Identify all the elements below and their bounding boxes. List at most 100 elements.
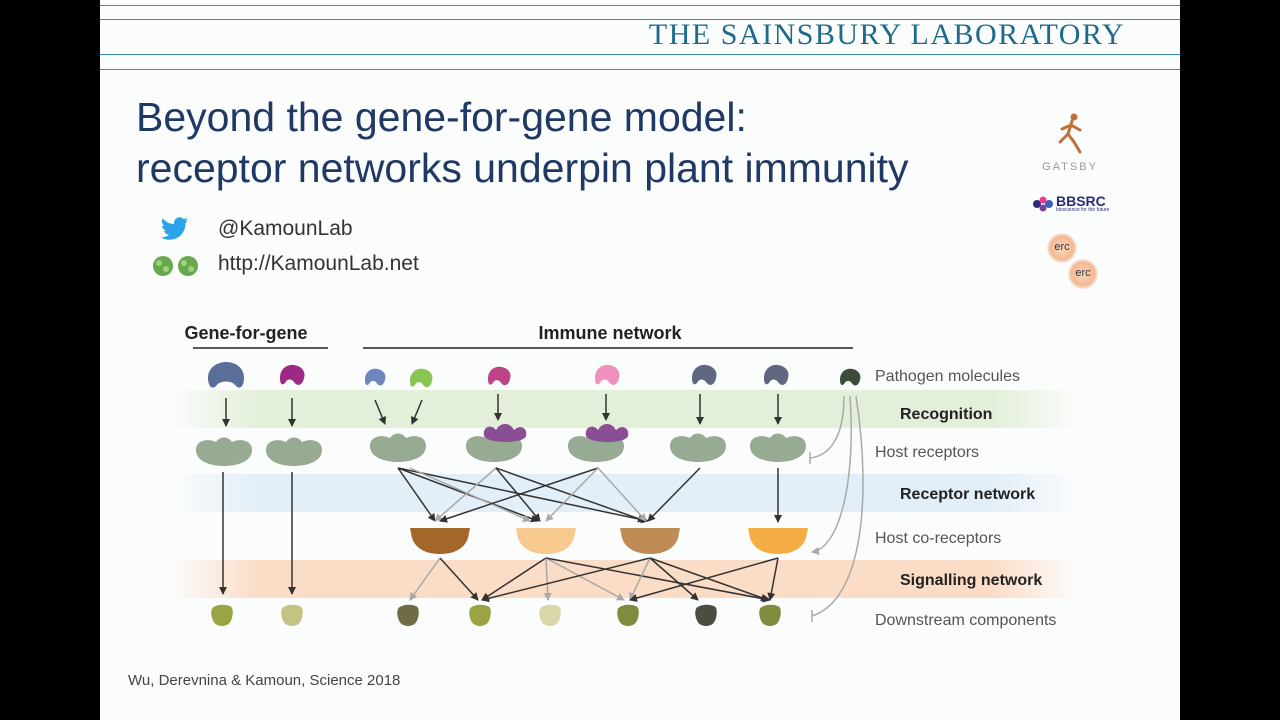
erc-wordmark: erc	[1075, 267, 1091, 279]
arrow	[629, 557, 651, 601]
pathogen-molecule	[280, 364, 305, 385]
label-pathogen-molecules: Pathogen molecules	[875, 368, 1020, 385]
feedback-line	[811, 395, 864, 617]
host-receptor	[196, 437, 252, 466]
gene-for-gene-arrows	[219, 472, 296, 595]
erc-logo: erc	[1047, 233, 1077, 263]
pathogen-molecule	[764, 364, 789, 385]
gatsby-logo: GATSBY	[1040, 112, 1100, 173]
arrow	[439, 557, 479, 601]
downstream-components	[211, 604, 781, 626]
host-co-receptor	[620, 528, 680, 554]
bbsrc-tagline: bioscience for the future	[1056, 207, 1110, 213]
bbsrc-logo: BBSRC bioscience for the future	[1032, 193, 1109, 218]
arrow	[545, 467, 599, 522]
pathogen-molecule	[410, 368, 433, 388]
arrow	[545, 557, 625, 601]
signalling-network-arrows	[409, 557, 779, 603]
signalling-network-band	[170, 560, 1080, 598]
recognition-arrows	[222, 394, 782, 427]
downstream-component	[539, 604, 561, 626]
website-link[interactable]: http://KamounLab.net	[218, 252, 419, 275]
twitter-icon	[161, 217, 188, 240]
downstream-component	[469, 604, 491, 626]
arrow	[397, 467, 649, 524]
running-figure-icon	[1058, 113, 1082, 154]
header-rule	[100, 69, 1180, 70]
host-receptors	[196, 424, 806, 466]
host-receptor	[266, 437, 322, 466]
header-rule	[100, 19, 1180, 20]
recognition-band	[170, 390, 1080, 428]
label-downstream-components: Downstream components	[875, 612, 1056, 629]
arrow	[649, 557, 699, 601]
citation: Wu, Derevnina & Kamoun, Science 2018	[128, 672, 401, 689]
arrow	[481, 557, 547, 601]
arrow	[397, 467, 539, 523]
erc-wordmark: erc	[1054, 241, 1070, 253]
label-host-receptors: Host receptors	[875, 444, 979, 461]
twitter-handle[interactable]: @KamounLab	[218, 217, 353, 240]
bbsrc-wordmark: BBSRC	[1056, 193, 1106, 209]
header-rule	[100, 54, 1180, 55]
host-receptor	[670, 433, 726, 462]
bbsrc-dots-icon	[1033, 196, 1053, 212]
feedback-line	[809, 395, 845, 459]
arrow	[409, 467, 531, 522]
downstream-component	[695, 604, 717, 626]
arrow	[767, 557, 779, 601]
title-line-1: Beyond the gene-for-gene model:	[136, 94, 747, 140]
arrow	[597, 467, 647, 522]
section-immune-network: Immune network	[538, 323, 682, 343]
downstream-component	[281, 604, 303, 626]
downstream-component	[617, 604, 639, 626]
downstream-component	[759, 604, 781, 626]
feedback-line	[811, 395, 853, 555]
gatsby-wordmark: GATSBY	[1042, 161, 1098, 173]
receptor-network-arrows	[397, 467, 782, 524]
host-receptor	[370, 433, 426, 462]
host-co-receptor	[748, 528, 808, 554]
arrow	[647, 467, 701, 522]
pathogen-molecule	[365, 368, 386, 386]
label-signalling-network: Signalling network	[900, 572, 1042, 589]
host-co-receptors	[410, 528, 808, 554]
pathogen-molecule	[595, 364, 620, 385]
arrow	[374, 399, 386, 425]
arrow	[397, 467, 436, 522]
pathogen-molecule	[488, 366, 511, 386]
arrow	[409, 557, 441, 601]
header-rule	[100, 5, 1180, 6]
arrow	[481, 557, 651, 603]
arrow	[629, 557, 779, 602]
slide-title: Beyond the gene-for-gene model: receptor…	[136, 92, 909, 194]
downstream-component	[211, 604, 233, 626]
arrow	[411, 399, 423, 425]
arrow	[649, 557, 769, 602]
slide: THE SAINSBURY LABORATORY Beyond the gene…	[100, 0, 1180, 720]
bound-effector	[585, 424, 629, 442]
label-host-co-receptors: Host co-receptors	[875, 530, 1001, 547]
feedback-lines	[809, 395, 864, 622]
host-receptor	[750, 433, 806, 462]
erc-logo: erc	[1068, 259, 1098, 289]
pathogen-molecule	[208, 362, 244, 388]
section-gene-for-gene: Gene-for-gene	[184, 323, 307, 343]
pathogen-molecules	[208, 362, 861, 388]
institution-banner: THE SAINSBURY LABORATORY	[648, 18, 1125, 51]
arrow	[439, 467, 599, 523]
label-receptor-network: Receptor network	[900, 486, 1035, 503]
arrow	[495, 467, 646, 523]
host-co-receptor	[516, 528, 576, 554]
arrow	[543, 557, 552, 601]
arrow	[434, 467, 497, 522]
lab-leaf-icon	[153, 256, 198, 276]
arrow	[545, 557, 771, 603]
bound-effector	[483, 424, 527, 442]
title-line-2: receptor networks underpin plant immunit…	[136, 145, 909, 191]
downstream-component	[397, 604, 419, 626]
pathogen-molecule	[692, 364, 717, 385]
label-recognition: Recognition	[900, 406, 992, 423]
immune-network-diagram: Gene-for-gene Immune network Pathogen mo…	[170, 323, 1080, 629]
pathogen-molecule	[840, 368, 861, 386]
